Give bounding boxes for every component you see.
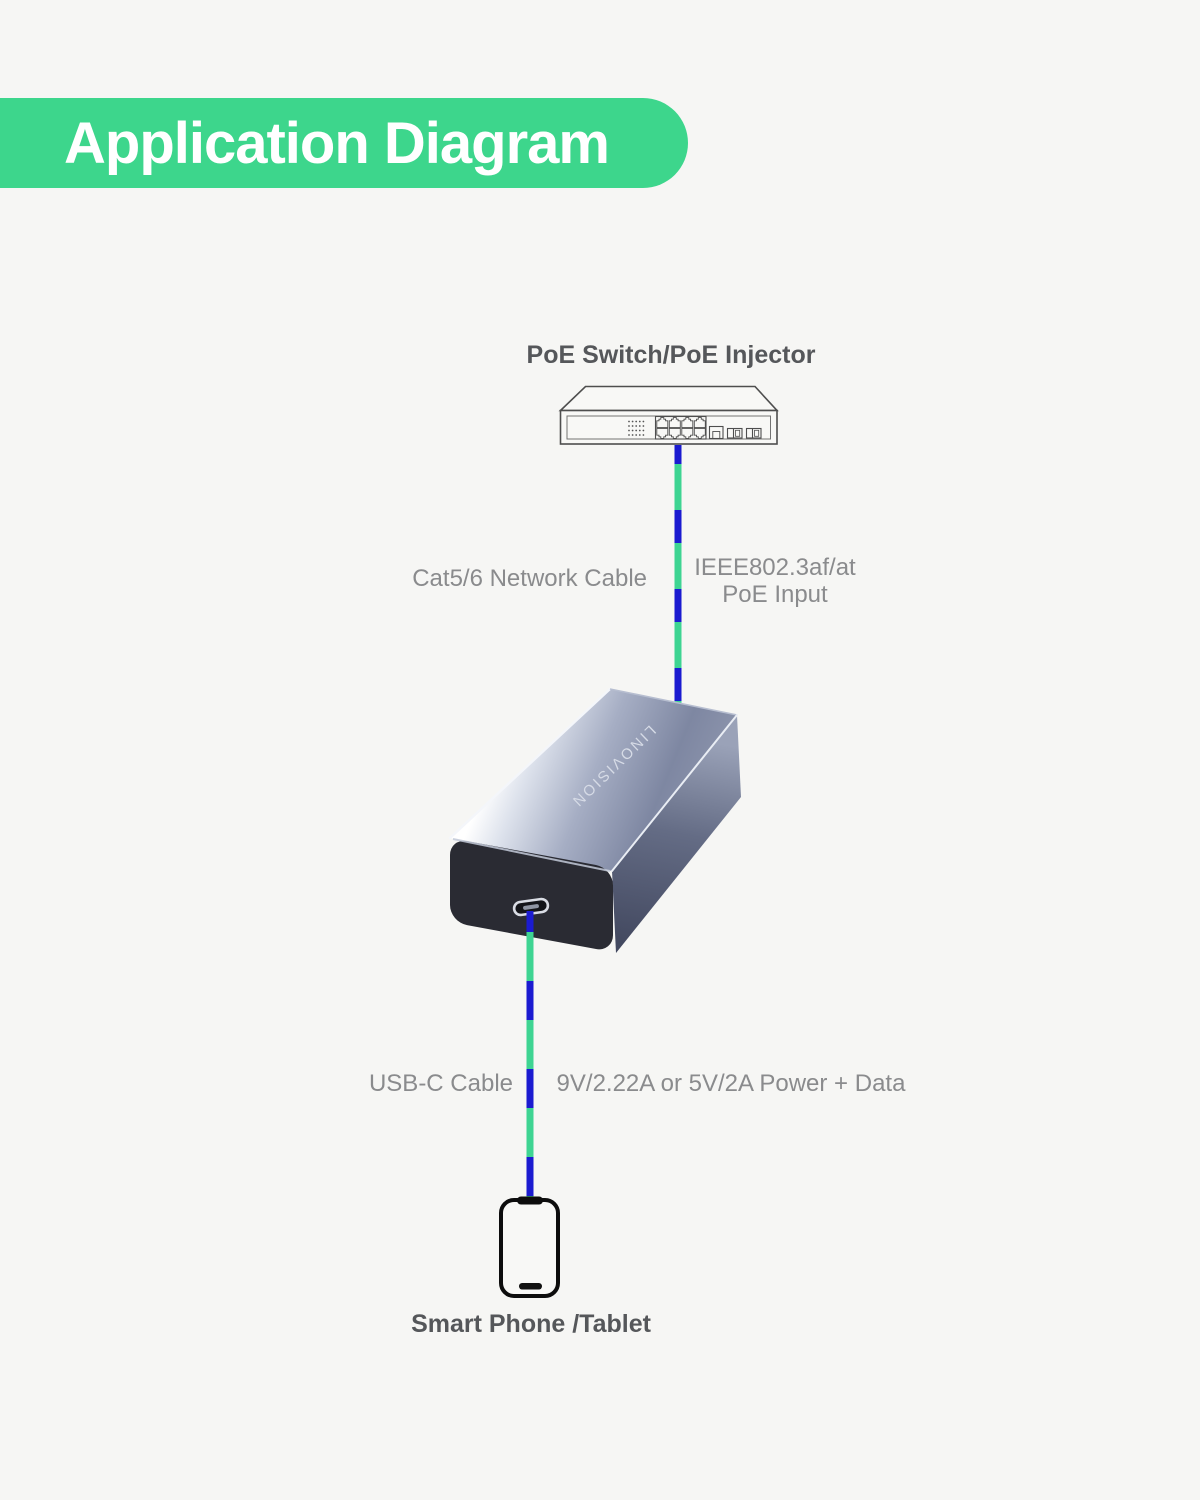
phone-notch [517,1196,543,1205]
led-matrix [628,420,645,436]
sfp-slots [726,427,762,439]
rj45-port-block [654,415,707,440]
poe-switch-icon [558,385,779,445]
smartphone-label: Smart Phone /Tablet [411,1310,651,1338]
section-banner: Application Diagram [0,98,688,188]
poe-input-label-line2: PoE Input [722,581,828,608]
poe-input-label: IEEE802.3af/at PoE Input [625,554,925,608]
uplink-port [708,425,724,440]
poe-input-label-line1: IEEE802.3af/at [694,554,856,581]
usbc-cable-label: USB-C Cable [368,1070,514,1097]
smartphone-icon [499,1196,560,1298]
usbc-port [512,897,550,917]
poe-usbc-converter: LINOVISION [448,687,741,953]
phone-home-indicator [519,1283,542,1290]
poe-switch-label: PoE Switch/PoE Injector [526,341,816,369]
cat5-cable-label: Cat5/6 Network Cable [412,565,647,592]
power-data-label: 9V/2.22A or 5V/2A Power + Data [556,1070,906,1097]
page-title: Application Diagram [64,110,610,176]
